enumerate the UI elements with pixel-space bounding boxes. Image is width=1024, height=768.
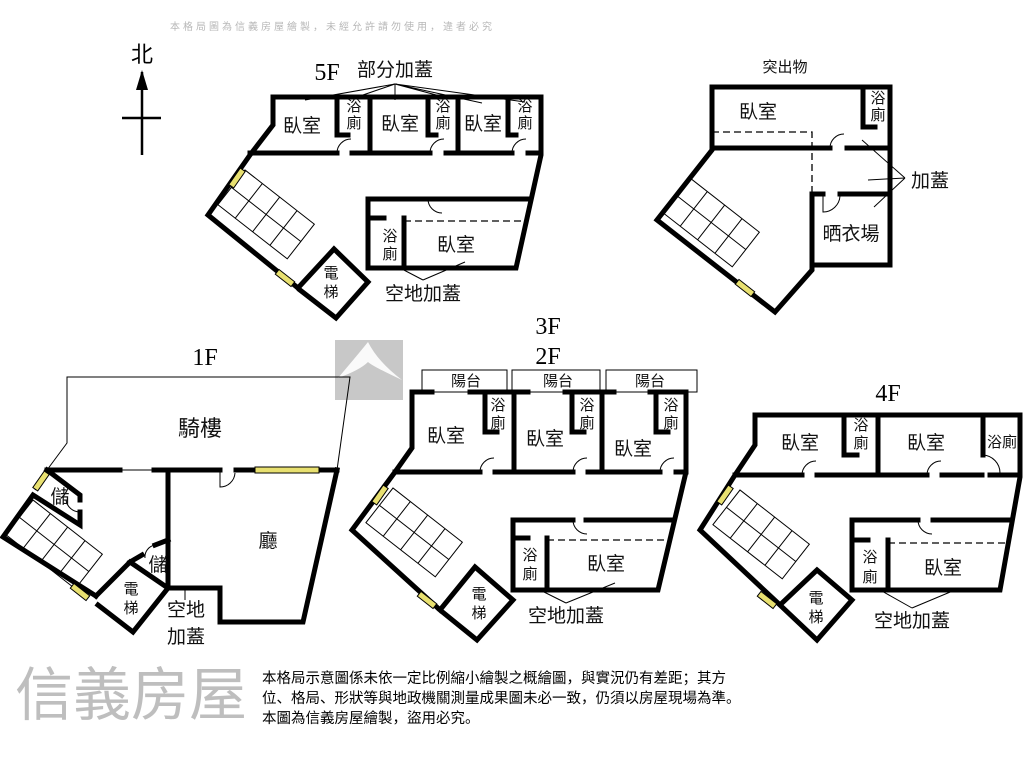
- bedroom-label: 臥室: [464, 113, 502, 135]
- bathroom-label: 浴: [490, 397, 505, 414]
- window-icon: [371, 484, 389, 506]
- bedroom-label: 臥室: [924, 557, 962, 579]
- window-icon: [756, 590, 778, 610]
- elevator-label: 電: [471, 587, 486, 603]
- window-icon: [32, 470, 50, 492]
- roof-plan: 突出物 臥室 浴 廁 加蓋 晒衣場: [653, 59, 949, 316]
- bathroom-label: 廁: [663, 414, 678, 432]
- elevator-label: 電: [808, 591, 823, 607]
- elevator-label: 梯: [123, 600, 138, 617]
- bathroom-label: 廁: [522, 565, 537, 583]
- addition-label: 加蓋: [911, 170, 949, 192]
- bedroom-label: 臥室: [526, 428, 564, 450]
- storage-label: 儲: [50, 486, 69, 508]
- elevator-label: 梯: [471, 605, 486, 622]
- bedroom-label: 臥室: [437, 234, 475, 256]
- watermark-notice: 本格局圖為信義房屋繪製，未經允許請勿使用，違者必究: [170, 20, 495, 33]
- balcony-label: 陽台: [635, 373, 665, 390]
- window-icon: [716, 484, 734, 506]
- bathroom-label: 浴: [663, 397, 678, 414]
- elevator-label: 電: [123, 582, 138, 598]
- floor-5-title: 5F: [314, 60, 339, 86]
- elevator-label: 梯: [808, 609, 823, 626]
- disclaimer-line: 本圖為信義房屋繪製，盜用必究。: [262, 711, 480, 727]
- floor-1-title: 1F: [192, 345, 217, 371]
- bathroom-label: 浴: [522, 547, 537, 564]
- open-addition-label: 空地加蓋: [528, 605, 604, 627]
- floor-2-3-plan: 3F 2F 陽台 陽台 陽台 臥室 臥室 臥室 浴 廁 浴 廁 浴 廁 浴 廁 …: [348, 314, 698, 644]
- bathroom-label: 浴廁: [987, 433, 1017, 451]
- floor-4-plan: 4F 臥室 臥室 浴 廁 浴廁 浴 廁 臥室 電 梯 空地加蓋: [696, 381, 1023, 644]
- open-addition-label: 空地加蓋: [385, 283, 461, 305]
- bathroom-label: 廁: [579, 414, 594, 432]
- bathroom-label: 廁: [435, 114, 450, 132]
- bathroom-label: 浴: [870, 90, 885, 107]
- roof-title: 突出物: [762, 59, 807, 76]
- bedroom-label: 臥室: [739, 101, 777, 123]
- bedroom-label: 臥室: [381, 113, 419, 135]
- bedroom-label: 臥室: [427, 425, 465, 447]
- bathroom-label: 浴: [382, 228, 397, 245]
- bathroom-label: 廁: [517, 114, 532, 132]
- bathroom-label: 浴: [579, 397, 594, 414]
- window-icon: [734, 278, 756, 298]
- bathroom-label: 浴: [346, 98, 361, 115]
- bedroom-label: 臥室: [283, 115, 321, 137]
- bathroom-label: 廁: [870, 106, 885, 124]
- bathroom-label: 廁: [853, 434, 868, 452]
- window-icon: [69, 582, 91, 602]
- elevator-label: 梯: [323, 284, 338, 301]
- bathroom-label: 浴: [853, 417, 868, 434]
- window-icon: [416, 590, 438, 610]
- floor-2-title: 2F: [535, 344, 560, 370]
- floor-5-plan: 5F 部分加蓋 臥室 臥室 臥室 浴 廁 浴 廁 浴 廁 浴 廁 臥室 電 梯 …: [204, 59, 544, 322]
- north-label: 北: [131, 42, 153, 67]
- bathroom-label: 浴: [435, 98, 450, 115]
- bedroom-label: 臥室: [587, 553, 625, 575]
- storage-label: 儲: [148, 554, 167, 576]
- north-compass: 北: [122, 42, 161, 155]
- bedroom-label: 臥室: [781, 432, 819, 454]
- floor-4-title: 4F: [875, 381, 900, 407]
- bedroom-label: 臥室: [614, 438, 652, 460]
- balcony-label: 陽台: [543, 373, 573, 390]
- open-addition-label: 空地加蓋: [874, 610, 950, 632]
- bathroom-label: 浴: [517, 98, 532, 115]
- disclaimer-line: 本格局示意圖係未依一定比例縮小繪製之概繪圖，與實況仍有差距；其方: [262, 671, 726, 687]
- laundry-area-label: 晒衣場: [822, 223, 879, 245]
- floor-1-plan: 1F 騎樓 儲 儲 廳 電 梯 空地 加蓋: [0, 345, 351, 648]
- bathroom-label: 廁: [490, 414, 505, 432]
- addition-label: 加蓋: [167, 626, 205, 648]
- window-icon: [228, 167, 246, 189]
- bathroom-label: 浴: [862, 549, 877, 566]
- arcade-label: 騎樓: [178, 416, 222, 441]
- bathroom-label: 廁: [346, 114, 361, 132]
- disclaimer-line: 位、格局、形狀等與地政機關測量成果圖未必一致，仍須以房屋現場為準。: [262, 691, 741, 707]
- window-icon: [274, 268, 296, 288]
- bathroom-label: 廁: [862, 568, 877, 586]
- balcony-label: 陽台: [451, 373, 481, 390]
- partial-addition-label: 部分加蓋: [357, 59, 433, 81]
- watermark-brand: 信義房屋: [15, 661, 247, 729]
- elevator-label: 電: [323, 266, 338, 282]
- bathroom-label: 廁: [382, 245, 397, 263]
- watermark: 信義房屋 本格局圖為信義房屋繪製，未經允許請勿使用，違者必究: [15, 20, 495, 729]
- bedroom-label: 臥室: [907, 432, 945, 454]
- floor-3-title: 3F: [535, 314, 560, 340]
- open-area-label: 空地: [167, 599, 205, 621]
- disclaimer: 本格局示意圖係未依一定比例縮小繪製之概繪圖，與實況仍有差距；其方 位、格局、形狀…: [262, 669, 741, 729]
- living-room-label: 廳: [258, 530, 277, 552]
